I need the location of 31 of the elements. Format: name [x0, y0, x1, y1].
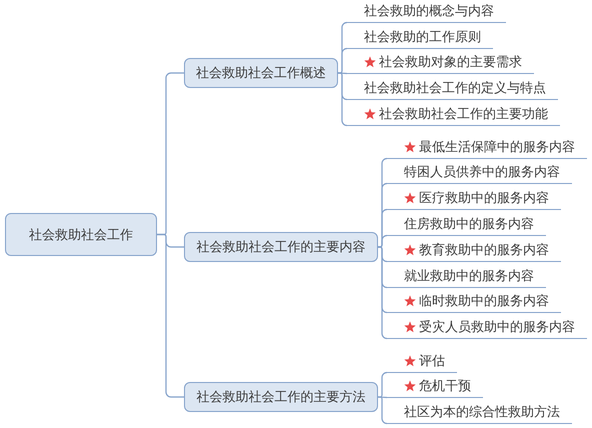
subtopic-text: 危机干预 — [419, 378, 471, 394]
subtopic-text: 住房救助中的服务内容 — [404, 216, 534, 232]
topic-text: 社会救助社会工作的主要方法 — [196, 389, 366, 406]
topic-box — [184, 232, 378, 262]
subtopic-text: 医疗救助中的服务内容 — [419, 190, 549, 206]
subtopic-text: 社会救助对象的主要需求 — [379, 54, 522, 70]
subtopic-text: 社区为本的综合性救助方法 — [404, 404, 560, 420]
connector-line — [338, 72, 348, 126]
subtopic-text: 特困人员供养中的服务内容 — [404, 164, 560, 180]
connector-line — [378, 234, 388, 248]
connector-line — [378, 246, 388, 340]
topic-text: 社会救助社会工作的主要内容 — [196, 239, 366, 256]
connector-line — [378, 372, 388, 398]
subtopic-text: 社会救助社会工作的定义与特点 — [364, 80, 546, 96]
subtopic-text: 就业救助中的服务内容 — [404, 268, 534, 284]
connector-line — [157, 234, 184, 398]
central-topic-box — [5, 213, 157, 256]
subtopic-text: 教育救助中的服务内容 — [419, 242, 549, 258]
topic-text: 社会救助社会工作概述 — [196, 65, 326, 82]
topic-box — [184, 382, 378, 412]
subtopic-text: 评估 — [419, 352, 445, 370]
subtopic-text: 最低生活保障中的服务内容 — [419, 138, 575, 156]
topic-box — [184, 58, 338, 88]
topic-text: 社会救助社会工作 — [29, 226, 133, 244]
subtopic-text: 社会救助社会工作的主要功能 — [379, 106, 548, 122]
subtopic-text: 社会救助的工作原则 — [364, 28, 481, 46]
connector-line — [378, 396, 388, 424]
connector-line — [338, 48, 348, 74]
subtopic-text: 社会救助的概念与内容 — [364, 2, 494, 20]
subtopic-text: 受灾人员救助中的服务内容 — [419, 318, 575, 336]
subtopic-text: 临时救助中的服务内容 — [419, 292, 549, 310]
